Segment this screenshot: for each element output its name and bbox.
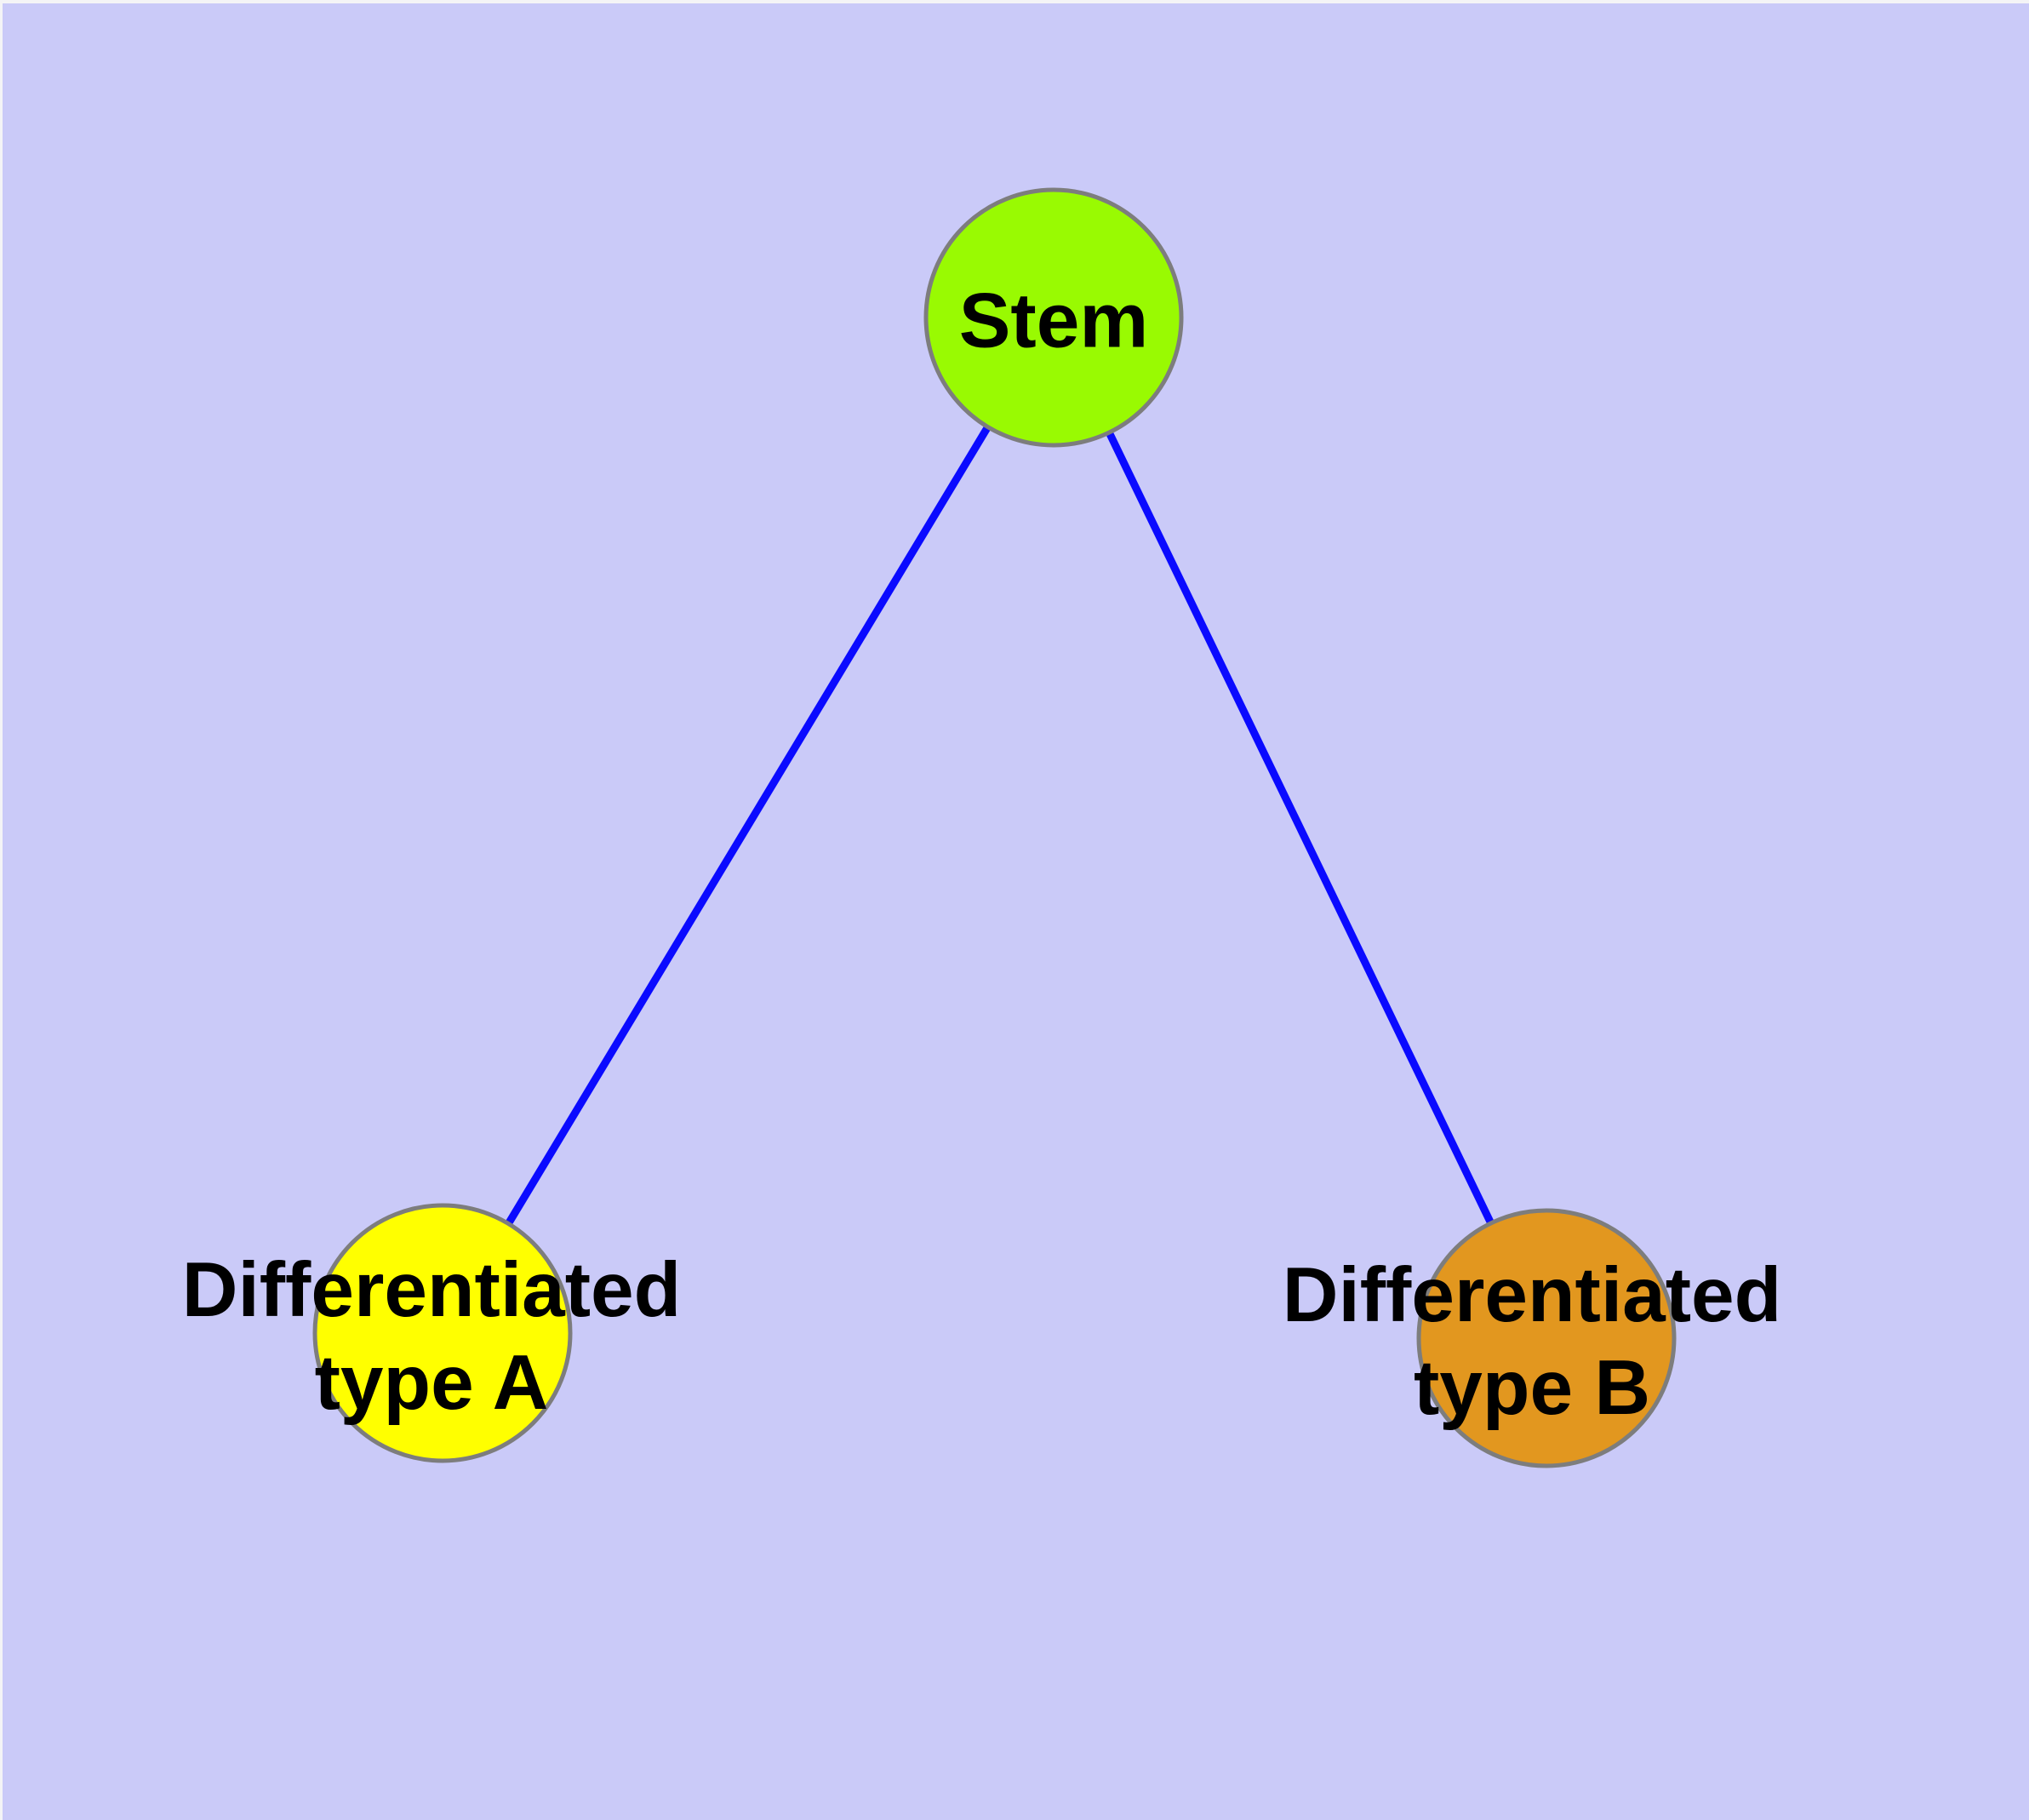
node-stem-circle: [923, 187, 1184, 448]
canvas-margin-left: [0, 0, 3, 1820]
edge-stem-to-type-b: [1049, 316, 1551, 1340]
node-type-b-circle: [1416, 1208, 1677, 1468]
node-type-a-circle: [312, 1203, 573, 1463]
canvas-margin-top: [0, 0, 2029, 3]
edge-stem-to-type-a: [439, 315, 1057, 1336]
